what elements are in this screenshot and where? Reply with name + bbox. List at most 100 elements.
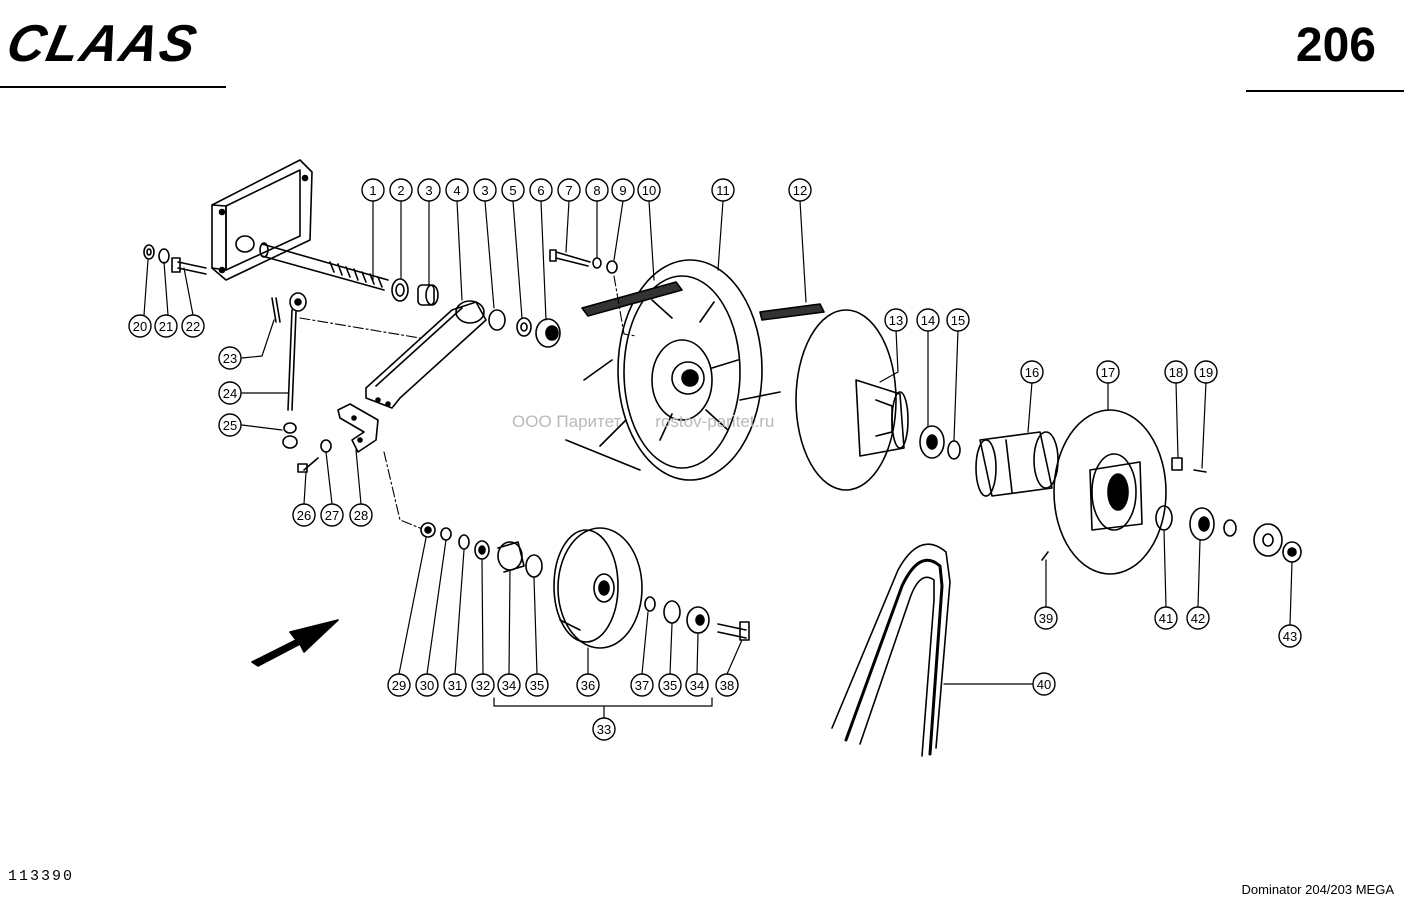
svg-text:1: 1 [369,183,376,198]
callout: 35 [525,673,549,697]
svg-text:20: 20 [133,319,147,334]
idler-hardware-right-drawing [644,596,750,641]
svg-text:22: 22 [186,319,200,334]
svg-text:12: 12 [793,183,807,198]
callout: 30 [415,673,439,697]
callout: 38 [715,673,739,697]
callout: 10 [637,178,661,202]
svg-text:29: 29 [392,678,406,693]
svg-text:28: 28 [354,508,368,523]
callout: 11 [711,178,735,202]
callout: 5 [501,178,525,202]
svg-text:5: 5 [509,183,516,198]
idler-hardware-left-drawing [420,522,543,578]
disc-hardware-drawing [1155,505,1302,563]
svg-text:30: 30 [420,678,434,693]
callout: 17 [1096,360,1120,384]
svg-text:11: 11 [716,183,730,198]
svg-text:37: 37 [635,678,649,693]
callout: 31 [443,673,467,697]
callout: 39 [1034,606,1058,630]
page-number: 206 [1295,19,1376,72]
callout: 18 [1164,360,1188,384]
callout: 32 [471,673,495,697]
callout: 2 [389,178,413,202]
callout: 23 [218,346,242,370]
callout: 37 [630,673,654,697]
svg-text:34: 34 [690,678,704,693]
svg-text:35: 35 [663,678,677,693]
drive-belt-upper-drawing [565,281,825,471]
pin-39-drawing [1041,551,1049,561]
tension-arm-drawing [365,300,487,409]
svg-text:25: 25 [223,418,237,433]
callout: 21 [154,314,178,338]
model-name: Dominator 204/203 MEGA [1241,882,1394,897]
svg-text:21: 21 [159,319,173,334]
svg-text:15: 15 [951,313,965,328]
callout: 14 [916,308,940,332]
svg-text:4: 4 [453,183,460,198]
header-rule-right [1246,90,1404,92]
svg-text:34: 34 [502,678,516,693]
svg-text:40: 40 [1037,677,1051,692]
callout: 7 [557,178,581,202]
pulley-bolt-drawing [549,249,618,274]
watermark: ООО Паритет rostov-paritet.ru [512,412,774,432]
svg-text:24: 24 [223,386,237,401]
callout: 1 [361,178,385,202]
callout: 40 [1032,672,1056,696]
svg-text:7: 7 [565,183,572,198]
svg-text:8: 8 [593,183,600,198]
svg-text:38: 38 [720,678,734,693]
direction-arrow-icon [251,619,339,667]
svg-text:36: 36 [581,678,595,693]
callout: 35 [658,673,682,697]
clip-pin-drawing [1171,457,1207,473]
disc-pulley-drawing [1053,409,1167,575]
svg-text:26: 26 [297,508,311,523]
callout: 6 [529,178,553,202]
svg-text:31: 31 [448,678,462,693]
shaft-drawing [259,242,389,291]
svg-text:6: 6 [537,183,544,198]
shaft-washer-bushing-drawing [391,278,439,306]
callout: 28 [349,503,373,527]
sleeve-drawing [975,431,1059,497]
svg-text:13: 13 [889,313,903,328]
svg-text:18: 18 [1169,365,1183,380]
callout: 36 [576,673,600,697]
mounting-plate-drawing [211,159,313,281]
callout: 16 [1020,360,1044,384]
v-belt-drawing [831,543,951,757]
svg-text:43: 43 [1283,629,1297,644]
arm-bearing-parts-drawing [488,309,561,348]
callout: 34 [685,673,709,697]
svg-text:16: 16 [1025,365,1039,380]
callout: 9 [611,178,635,202]
callout: 4 [445,178,469,202]
half-sheave-drawing [795,309,909,491]
svg-text:33: 33 [597,722,611,737]
eye-bolt-drawing [271,292,307,449]
bolt-washers-left-drawing [143,244,207,275]
callout: 25 [218,413,242,437]
callout: 27 [320,503,344,527]
svg-text:32: 32 [476,678,490,693]
svg-text:10: 10 [642,183,656,198]
svg-text:2: 2 [397,183,404,198]
callout: 13 [884,308,908,332]
callout: 12 [788,178,812,202]
callout: 42 [1186,606,1210,630]
svg-text:3: 3 [481,183,488,198]
svg-text:9: 9 [619,183,626,198]
callout: 19 [1194,360,1218,384]
callout: 41 [1154,606,1178,630]
svg-text:19: 19 [1199,365,1213,380]
watermark-company: ООО Паритет [512,412,622,431]
svg-text:23: 23 [223,351,237,366]
watermark-site: rostov-paritet.ru [655,412,775,431]
bracket-drawing [297,403,379,473]
